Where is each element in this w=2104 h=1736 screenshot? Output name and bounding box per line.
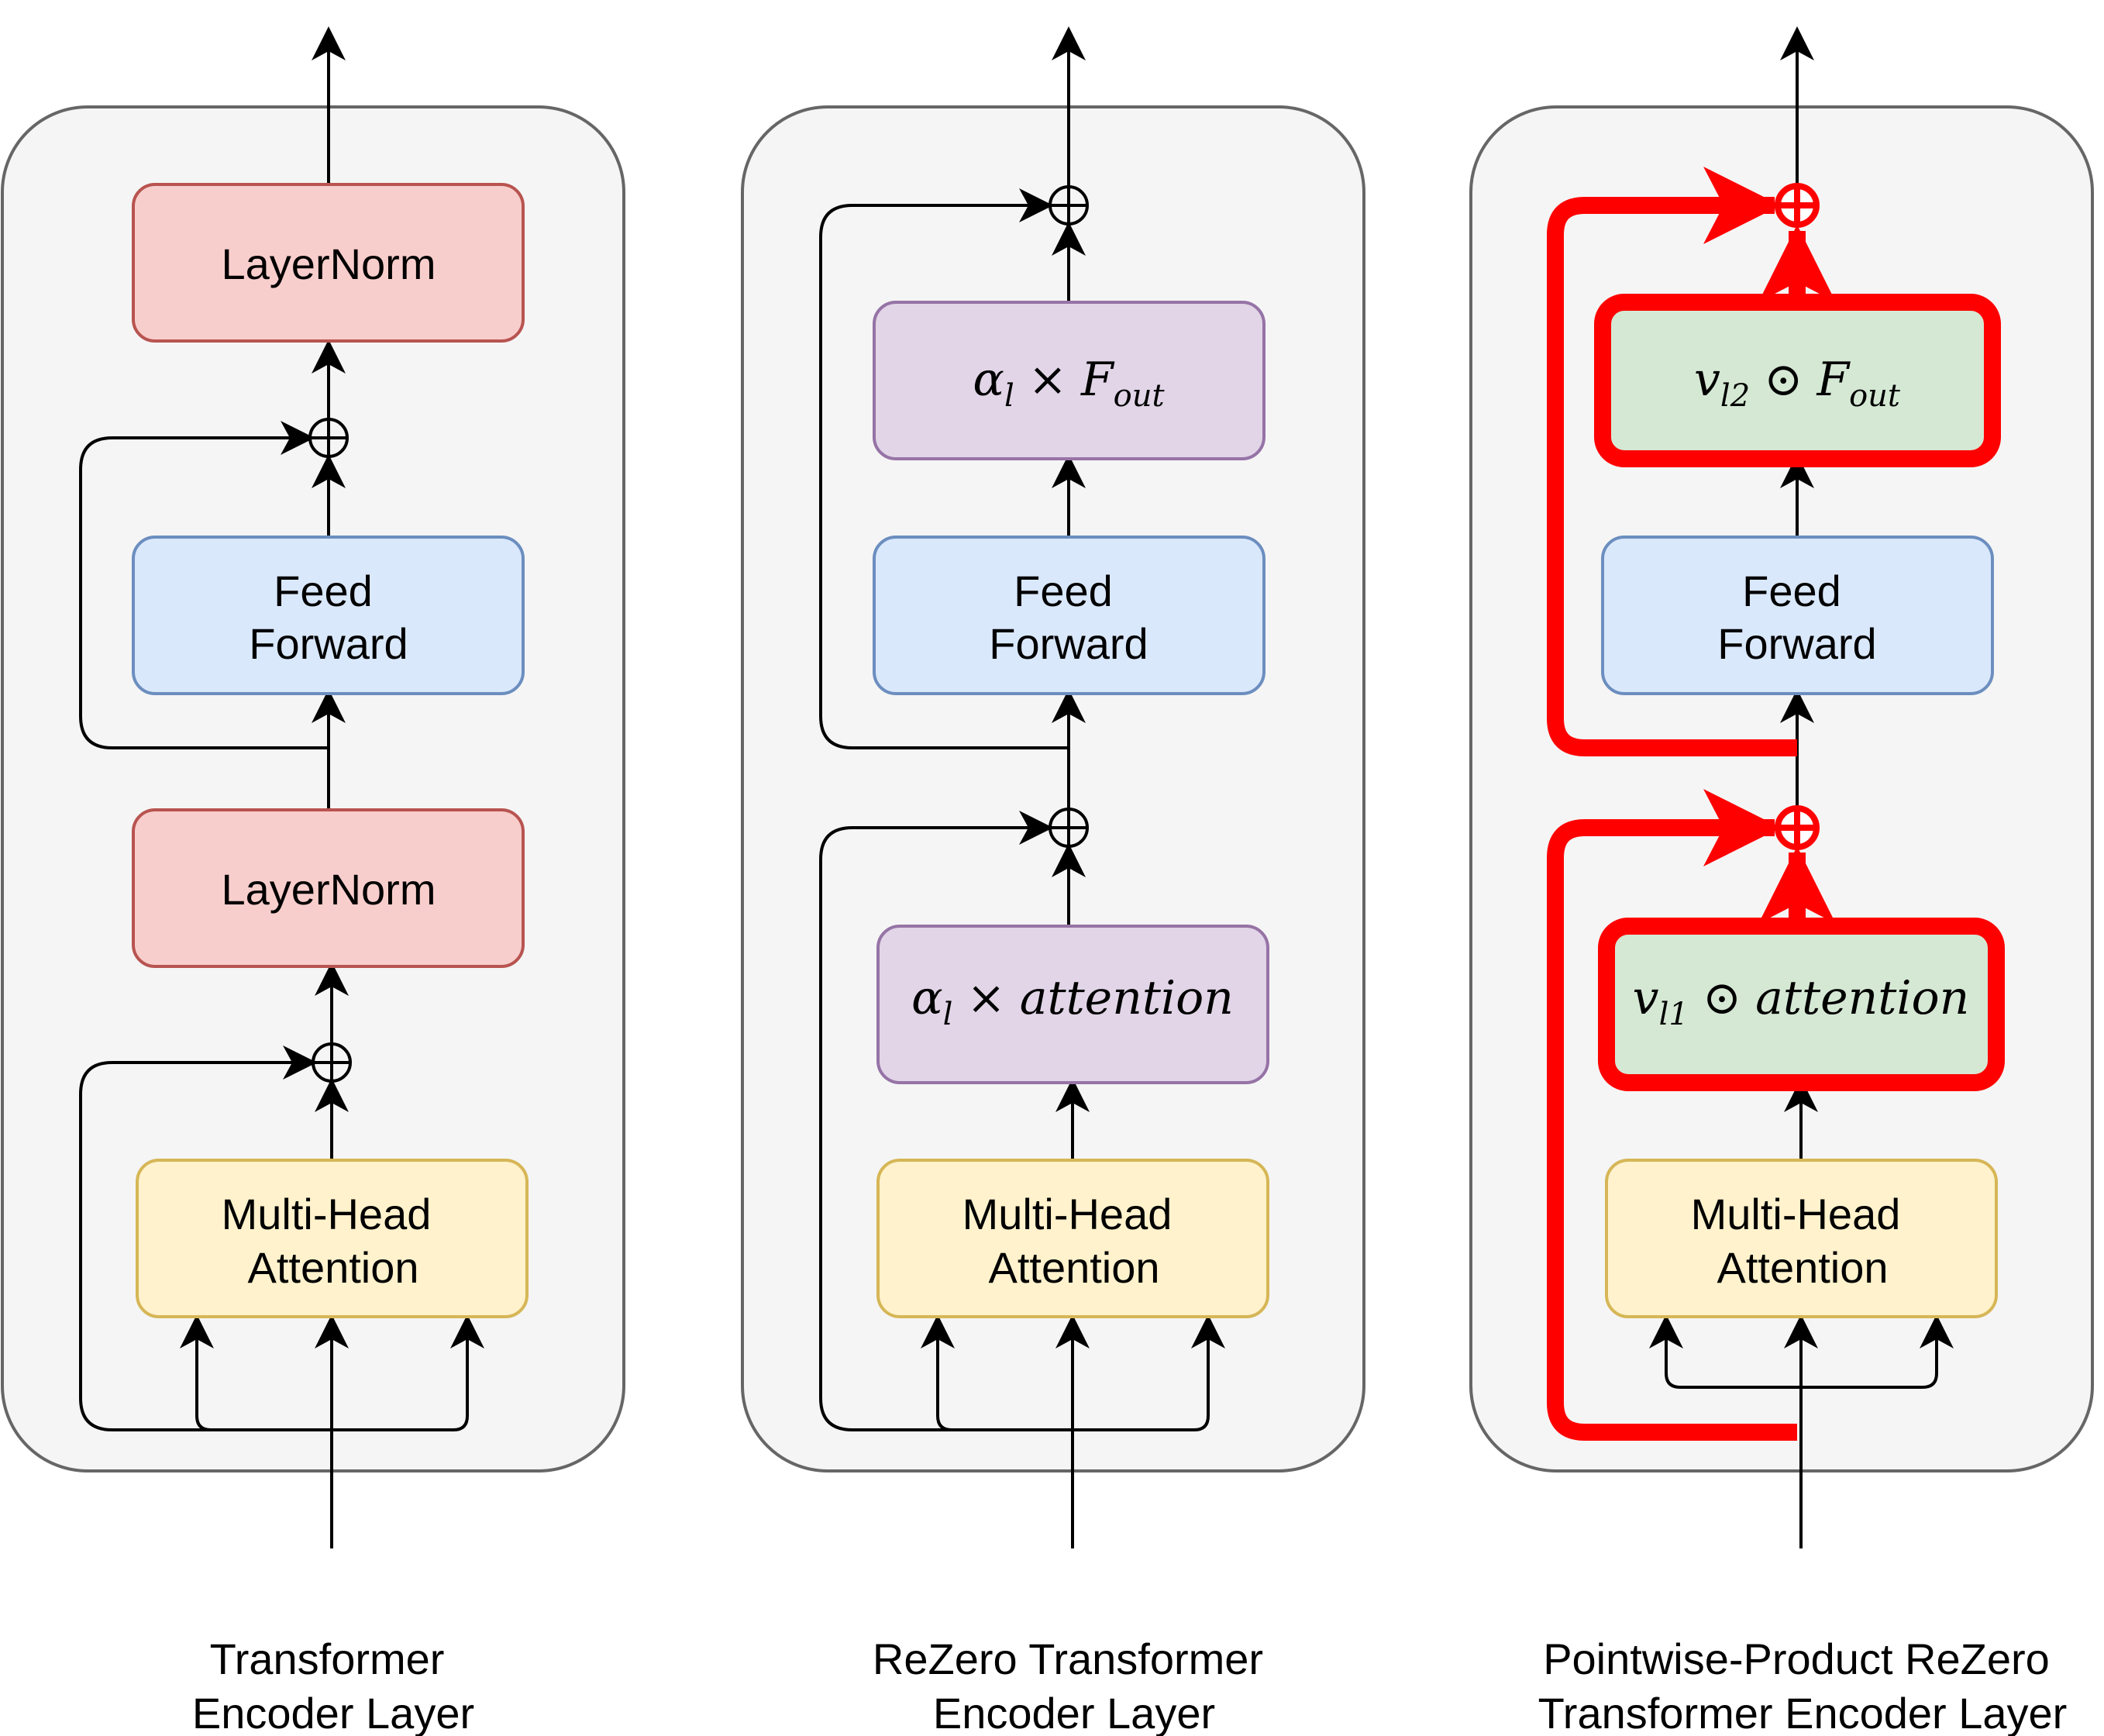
pointwise-attn-formula: vl1 ⊙ attention (1633, 971, 1970, 1032)
coef: v (1694, 353, 1720, 407)
panel-pointwise-rezero: vl2⊙Fout Feed Forward vl1⊙attention Mult… (1469, 26, 2094, 1736)
operator: × (1028, 353, 1067, 407)
add-node-2 (1775, 183, 1820, 228)
layernorm-top-block: LayerNorm (132, 183, 525, 343)
attention-block: Multi-Head Attention (1605, 1159, 1998, 1318)
panel-rezero: αl×Fout Feed Forward αl×attention Multi-… (741, 26, 1365, 1736)
panel-background (1, 105, 625, 1472)
caption-line-1: Pointwise-Product ReZero (1543, 1634, 2050, 1683)
connections (819, 26, 1225, 1548)
layernorm-mid-block: LayerNorm (132, 808, 525, 968)
feed-forward-rect (873, 536, 1265, 695)
scale-attn-rect (876, 925, 1269, 1084)
term-sub: out (1114, 378, 1166, 414)
term: F (1816, 353, 1851, 407)
residual-red-arrow-2 (1547, 167, 1797, 756)
highlighted-residuals (1547, 167, 1836, 1441)
coef: α (973, 353, 1004, 407)
pointwise-attn-block: vl1 ⊙ attention (1598, 918, 2005, 1091)
caption-line-1: ReZero Transformer (873, 1634, 1263, 1683)
feed-forward-label-1: Feed (1742, 567, 1841, 615)
caption-rezero: ReZero Transformer Encoder Layer (873, 1634, 1263, 1736)
connections (79, 26, 484, 1548)
key-arrow (1649, 1314, 1801, 1389)
add-node-2 (308, 418, 349, 458)
feed-forward-label-2: Forward (249, 619, 408, 668)
pointwise-ff-block: vl2 ⊙Fout (1594, 294, 2001, 467)
feed-forward-rect (132, 536, 525, 695)
add-node-1 (1049, 808, 1089, 848)
coef-sub: l (943, 997, 953, 1032)
operator: ⊙ (1764, 353, 1803, 407)
feed-forward-block: Feed Forward (1601, 536, 1994, 695)
operator: × (966, 971, 1005, 1025)
residual-arrow-2 (79, 421, 329, 749)
add-node-1 (312, 1042, 352, 1083)
value-arrow (332, 1314, 484, 1431)
value-arrow (1073, 1314, 1225, 1431)
pointwise-ff-rect (1594, 294, 2001, 467)
feed-forward-label-2: Forward (1717, 619, 1876, 668)
caption-pointwise-rezero: Pointwise-Product ReZero Transformer Enc… (1538, 1634, 2068, 1736)
coef-sub: l2 (1720, 378, 1750, 414)
connections (1649, 26, 1954, 1548)
panel-transformer: LayerNorm Feed Forward LayerNorm Multi-H… (1, 26, 625, 1736)
feed-forward-label-1: Feed (1014, 567, 1113, 615)
coef: α (911, 971, 943, 1025)
feed-forward-block: Feed Forward (132, 536, 525, 695)
pointwise-attn-rect (1598, 918, 2005, 1091)
coef-sub: l (1004, 378, 1014, 414)
layernorm-top-rect (132, 183, 525, 343)
caption-line-2: Transformer Encoder Layer (1538, 1689, 2068, 1736)
attention-label-1: Multi-Head (1691, 1190, 1901, 1238)
term-sub: out (1849, 378, 1901, 414)
coef-sub: l1 (1659, 997, 1689, 1032)
attention-label-2: Attention (247, 1243, 418, 1292)
operator: ⊙ (1703, 971, 1741, 1025)
attention-label-1: Multi-Head (962, 1190, 1173, 1238)
scale-ff-rect (873, 301, 1265, 460)
attention-block: Multi-Head Attention (136, 1159, 529, 1318)
value-arrow (1801, 1314, 1954, 1389)
add-node-1 (1775, 805, 1820, 850)
scale-ff-block: αl ×Fout (873, 301, 1265, 460)
attention-label-2: Attention (1717, 1243, 1888, 1292)
layernorm-mid-label: LayerNorm (222, 865, 436, 914)
term: attention (1755, 971, 1969, 1025)
pointwise-ff-formula: vl2 ⊙Fout (1694, 353, 1901, 414)
attention-label-2: Attention (988, 1243, 1159, 1292)
scale-attn-formula: αl × attention (911, 971, 1234, 1032)
term: attention (1020, 971, 1234, 1025)
feed-forward-label-1: Feed (274, 567, 373, 615)
attention-label-1: Multi-Head (222, 1190, 432, 1238)
caption-line-1: Transformer (210, 1634, 445, 1683)
caption-line-2: Encoder Layer (192, 1689, 474, 1736)
attention-rect (876, 1159, 1269, 1318)
residual-arrow-1 (819, 811, 1073, 1431)
residual-arrow-2 (819, 188, 1069, 749)
layernorm-mid-rect (132, 808, 525, 968)
caption-line-2: Encoder Layer (933, 1689, 1215, 1736)
term: F (1080, 353, 1115, 407)
attention-rect (136, 1159, 529, 1318)
scale-ff-formula: αl ×Fout (973, 353, 1165, 414)
scale-attn-block: αl × attention (876, 925, 1269, 1084)
feed-forward-rect (1601, 536, 1994, 695)
residual-red-arrow-1 (1547, 789, 1797, 1441)
residual-arrow-1 (79, 1045, 332, 1431)
attention-rect (1605, 1159, 1998, 1318)
layernorm-top-label: LayerNorm (222, 239, 436, 288)
add-node-2 (1049, 185, 1089, 226)
attention-block: Multi-Head Attention (876, 1159, 1269, 1318)
feed-forward-label-2: Forward (989, 619, 1148, 668)
coef: v (1633, 971, 1659, 1025)
feed-forward-block: Feed Forward (873, 536, 1265, 695)
caption-transformer: Transformer Encoder Layer (192, 1634, 474, 1736)
